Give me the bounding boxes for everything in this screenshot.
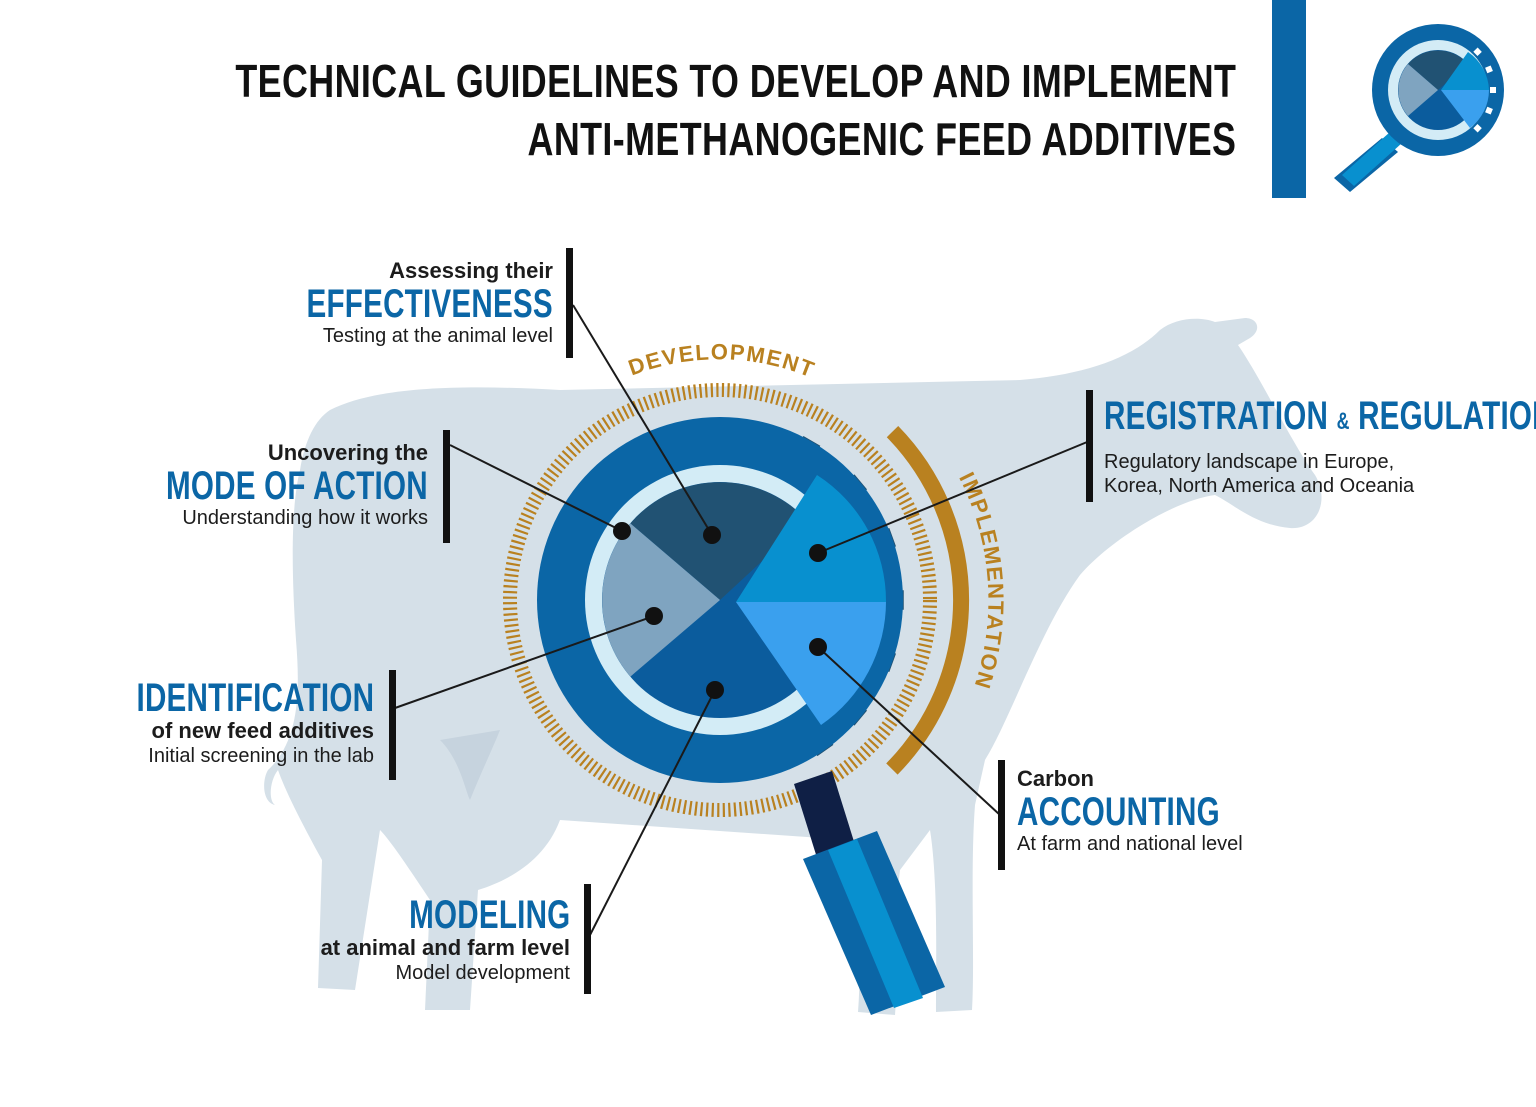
development-tick-ring — [503, 383, 937, 817]
registration-heading-b: REGULATION — [1358, 394, 1536, 438]
mode-of-action-bar — [443, 430, 450, 543]
dot-identification — [645, 607, 663, 625]
lens-pie — [602, 475, 887, 725]
identification-block: IDENTIFICATION of new feed additives Ini… — [53, 678, 374, 768]
dot-mode-of-action — [613, 522, 631, 540]
accounting-pre: Carbon — [1017, 766, 1094, 791]
modeling-desc: Model development — [395, 962, 570, 984]
title-line-2: ANTI-METHANOGENIC FEED ADDITIVES — [527, 113, 1236, 165]
registration-desc-2: Korea, North America and Oceania — [1104, 475, 1415, 497]
title-accent-bar — [1272, 0, 1306, 198]
page-title: TECHNICAL GUIDELINES TO DEVELOP AND IMPL… — [235, 52, 1236, 168]
effectiveness-block: Assessing their EFFECTIVENESS Testing at… — [220, 258, 553, 348]
mode-of-action-pre: Uncovering the — [267, 440, 428, 465]
mode-of-action-desc: Understanding how it works — [182, 507, 428, 529]
dot-accounting — [809, 638, 827, 656]
modeling-bar — [584, 884, 591, 994]
accounting-bar — [998, 760, 1005, 870]
development-label: DEVELOPMENT — [625, 339, 819, 382]
registration-heading-a: REGISTRATION — [1104, 394, 1329, 438]
accounting-desc: At farm and national level — [1017, 833, 1243, 855]
registration-heading: REGISTRATION & REGULATION — [1104, 396, 1536, 442]
dot-effectiveness — [703, 526, 721, 544]
slice-identification — [602, 523, 720, 677]
mode-of-action-block: Uncovering the MODE OF ACTION Understand… — [74, 440, 428, 530]
magnifier-logo-icon — [1334, 24, 1504, 192]
registration-amp: & — [1336, 408, 1350, 435]
modeling-heading: MODELING — [408, 893, 570, 937]
identification-desc: Initial screening in the lab — [148, 745, 374, 767]
connector-lines — [394, 304, 1093, 936]
magnifier-handle — [794, 771, 945, 1015]
identification-bar — [389, 670, 396, 780]
accounting-block: Carbon ACCOUNTING At farm and national l… — [1017, 766, 1291, 856]
mode-of-action-heading: MODE OF ACTION — [166, 464, 428, 508]
slice-registration — [736, 475, 887, 602]
effectiveness-pre: Assessing their — [389, 258, 553, 283]
registration-bar — [1086, 390, 1093, 502]
effectiveness-heading: EFFECTIVENESS — [306, 282, 553, 326]
registration-block: REGISTRATION & REGULATION Regulatory lan… — [1104, 396, 1536, 498]
dot-modeling — [706, 681, 724, 699]
slice-accounting — [736, 602, 886, 725]
effectiveness-desc: Testing at the animal level — [322, 325, 553, 347]
accounting-heading: ACCOUNTING — [1017, 790, 1220, 834]
identification-post: of new feed additives — [151, 718, 375, 743]
implementation-arc — [886, 426, 970, 775]
registration-desc-1: Regulatory landscape in Europe, — [1104, 451, 1395, 473]
modeling-block: MODELING at animal and farm level Model … — [321, 895, 570, 985]
modeling-post: at animal and farm level — [320, 935, 570, 960]
dot-registration — [809, 544, 827, 562]
connector-dots — [613, 522, 827, 699]
identification-heading: IDENTIFICATION — [136, 676, 374, 720]
effectiveness-bar — [566, 248, 573, 358]
title-line-1: TECHNICAL GUIDELINES TO DEVELOP AND IMPL… — [234, 55, 1236, 107]
